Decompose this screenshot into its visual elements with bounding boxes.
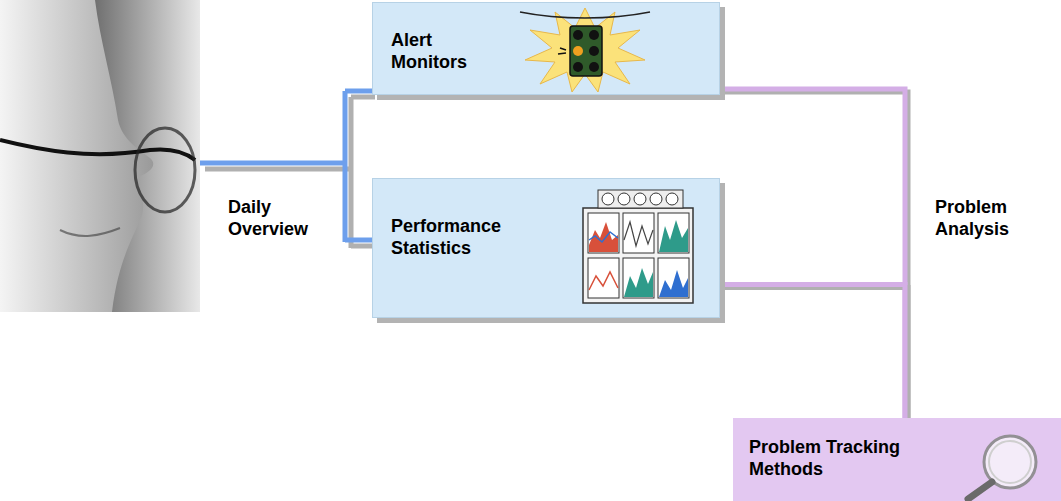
statistics-box: Performance Statistics	[372, 178, 720, 318]
connector	[720, 284, 908, 421]
connector-line	[723, 287, 908, 421]
overview-bracket	[200, 91, 375, 248]
statistics-panel-icon	[583, 190, 693, 303]
connector-line	[723, 92, 908, 421]
connector-label: Daily Overview	[228, 196, 323, 240]
connector-label: Problem Analysis	[935, 196, 1035, 240]
box-title: Performance Statistics	[391, 215, 521, 259]
box-title: Alert Monitors	[391, 29, 501, 73]
box-title: Problem Tracking Methods	[749, 436, 919, 480]
connector-line	[720, 284, 905, 418]
connector	[720, 89, 908, 421]
connector-line	[720, 89, 905, 418]
traffic-light-icon	[520, 8, 650, 92]
monitor-box: Alert Monitors	[372, 2, 720, 95]
tracking-box: Problem Tracking Methods	[733, 418, 1061, 501]
face-photo	[0, 0, 200, 312]
magnifier-icon	[968, 436, 1036, 499]
